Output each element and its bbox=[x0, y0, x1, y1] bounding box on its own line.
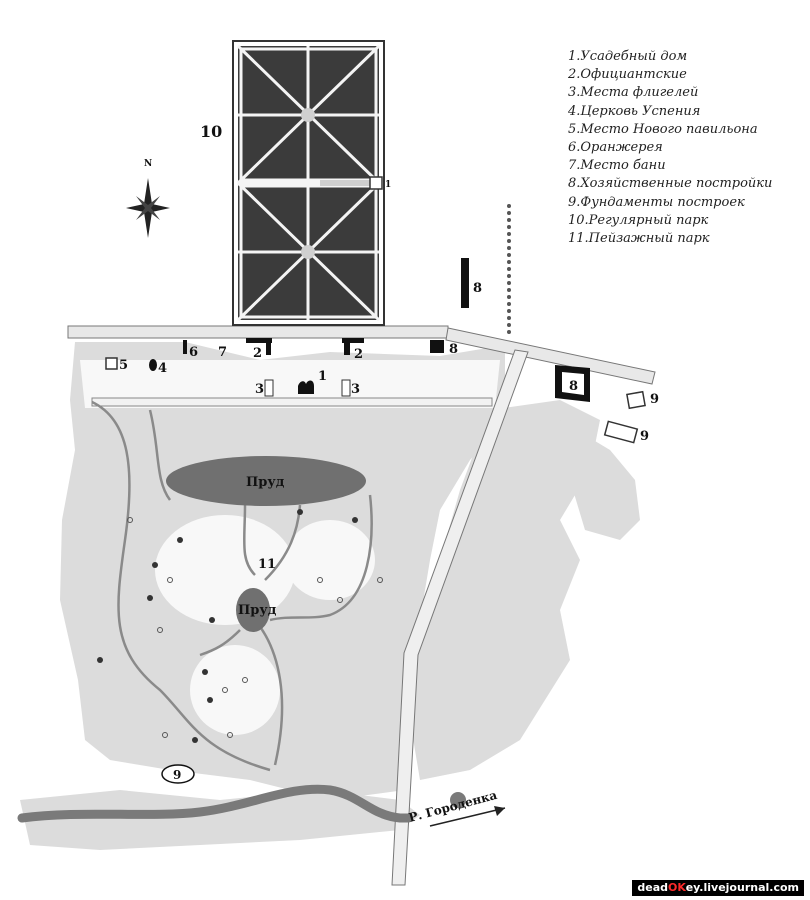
watermark-accent: OK bbox=[668, 881, 686, 894]
regular-park-marker-label: 1 bbox=[385, 180, 391, 190]
service-left-label: 2 bbox=[253, 346, 262, 361]
watermark-prefix: dead bbox=[637, 881, 668, 894]
foundation-2-label: 9 bbox=[640, 429, 649, 444]
river bbox=[17, 784, 413, 823]
arrow-head-icon bbox=[494, 806, 505, 816]
foundation-1-label: 9 bbox=[650, 392, 659, 407]
legend-item: 8.Хозяйственные постройки bbox=[568, 176, 773, 192]
river-label: Р. Городенка bbox=[407, 788, 499, 825]
farm-vertical-label: 8 bbox=[473, 281, 482, 296]
meadow-area bbox=[80, 360, 500, 735]
legend-item: 3.Места флигелей bbox=[568, 85, 699, 101]
compass-label: N bbox=[144, 159, 152, 169]
compass-rose-icon bbox=[126, 178, 170, 238]
orangery-label: 6 bbox=[189, 345, 198, 360]
river-flow-arrow bbox=[429, 807, 506, 827]
legend-item: 10.Регулярный парк bbox=[568, 212, 709, 228]
regular-park bbox=[232, 40, 385, 326]
estate-alley bbox=[91, 397, 493, 407]
map-legend: 1.Усадебный дом 2.Официантские 3.Места ф… bbox=[568, 48, 772, 248]
estate-buildings bbox=[105, 258, 646, 444]
church-label: 4 bbox=[158, 361, 167, 376]
legend-item: 6.Оранжерея bbox=[568, 140, 663, 156]
south-road bbox=[391, 349, 529, 886]
wing-right-label: 3 bbox=[351, 382, 360, 397]
pond-big bbox=[166, 456, 366, 506]
foundation-circled-label: 9 bbox=[173, 768, 181, 782]
source-watermark: deadOKey.livejournal.com bbox=[632, 880, 804, 896]
legend-item: 1.Усадебный дом bbox=[568, 49, 688, 64]
farm-small-label: 8 bbox=[449, 342, 458, 357]
legend-item: 9.Фундаменты построек bbox=[568, 194, 745, 210]
service-right-label: 2 bbox=[354, 347, 363, 362]
house-label: 1 bbox=[318, 369, 327, 384]
watermark-suffix: ey.livejournal.com bbox=[685, 881, 799, 894]
legend-item: 11.Пейзажный парк bbox=[568, 231, 710, 247]
pavilion-label: 5 bbox=[119, 358, 128, 373]
main-road bbox=[67, 325, 656, 385]
regular-park-label: 10 bbox=[200, 122, 222, 141]
pond-small-label: Пруд bbox=[238, 603, 277, 618]
foundation-circle-icon bbox=[161, 764, 195, 784]
tree-row bbox=[507, 204, 511, 334]
farm-square-label: 8 bbox=[569, 379, 578, 394]
bath-label: 7 bbox=[218, 345, 227, 360]
legend-item: 5.Место Нового павильона bbox=[568, 121, 758, 137]
pond-big-label: Пруд bbox=[246, 475, 285, 490]
landscape-park-label: 11 bbox=[258, 557, 276, 572]
tree-dots bbox=[97, 509, 383, 743]
pond-small bbox=[236, 588, 270, 632]
legend-item: 4.Церковь Успения bbox=[568, 103, 701, 119]
legend-item: 7.Место бани bbox=[568, 158, 666, 174]
legend-item: 2.Официантские bbox=[568, 67, 687, 83]
wing-left-label: 3 bbox=[255, 382, 264, 397]
